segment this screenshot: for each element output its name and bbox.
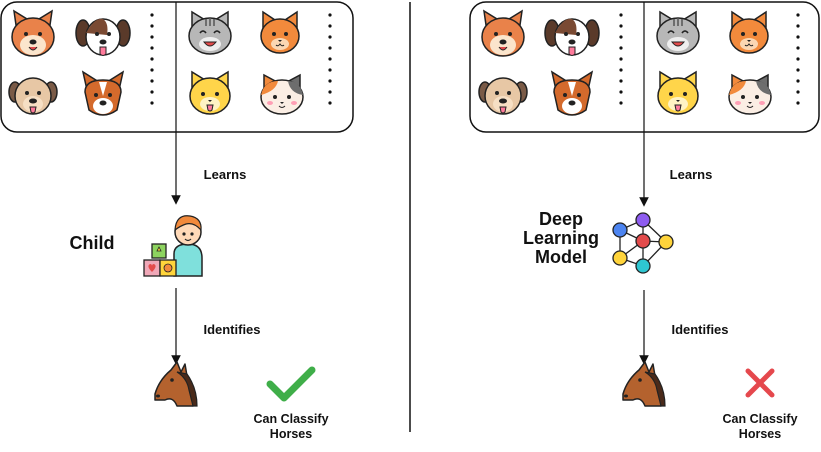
right-learner-label-line2: Learning [522,227,599,248]
corgi-dog-icon [551,71,593,116]
child-with-blocks-icon [143,215,203,277]
orange-cat-icon [729,11,769,54]
right-identifies-label: Identifies [671,322,729,337]
right-panel [469,1,820,407]
horse-icon [154,361,198,407]
right-result-caption-line2: Horses [738,427,782,441]
right-learns-label: Learns [669,167,713,182]
spaniel-dog-icon [75,18,131,57]
calico-cat-icon [728,74,772,115]
more-dogs-ellipsis [619,13,623,105]
left-learns-label: Learns [203,167,247,182]
calico-cat-icon [260,74,304,115]
left-panel [0,1,354,407]
more-dogs-ellipsis [150,13,154,105]
check-icon [266,366,316,402]
right-result-caption: Can Classify Horses [705,412,815,442]
horse-icon [622,361,666,407]
grey-cat-icon [656,11,700,55]
neural-network-icon [612,212,674,274]
pug-dog-icon [8,77,58,115]
shiba-dog-icon [11,10,55,57]
shiba-dog-icon [481,10,525,57]
left-result-caption-line2: Horses [269,427,313,441]
left-identifies-label: Identifies [203,322,261,337]
more-cats-ellipsis [328,13,332,105]
left-learner-label: Child [69,233,115,253]
pug-dog-icon [478,77,528,115]
right-result-caption-line1: Can Classify [722,412,798,426]
left-result-caption: Can Classify Horses [236,412,346,442]
grey-cat-icon [188,11,232,55]
orange-cat-icon [260,11,300,54]
right-learner-label-line3: Model [535,246,587,267]
corgi-dog-icon [82,71,124,116]
right-learner-label: Deep Learning Model [508,210,614,267]
yellow-cat-icon [189,71,231,115]
yellow-cat-icon [657,71,699,115]
right-learner-label-line1: Deep [538,209,583,229]
cross-icon [745,368,775,398]
left-result-caption-line1: Can Classify [253,412,329,426]
left-training-box [0,1,354,133]
more-cats-ellipsis [796,13,800,105]
spaniel-dog-icon [544,18,600,57]
